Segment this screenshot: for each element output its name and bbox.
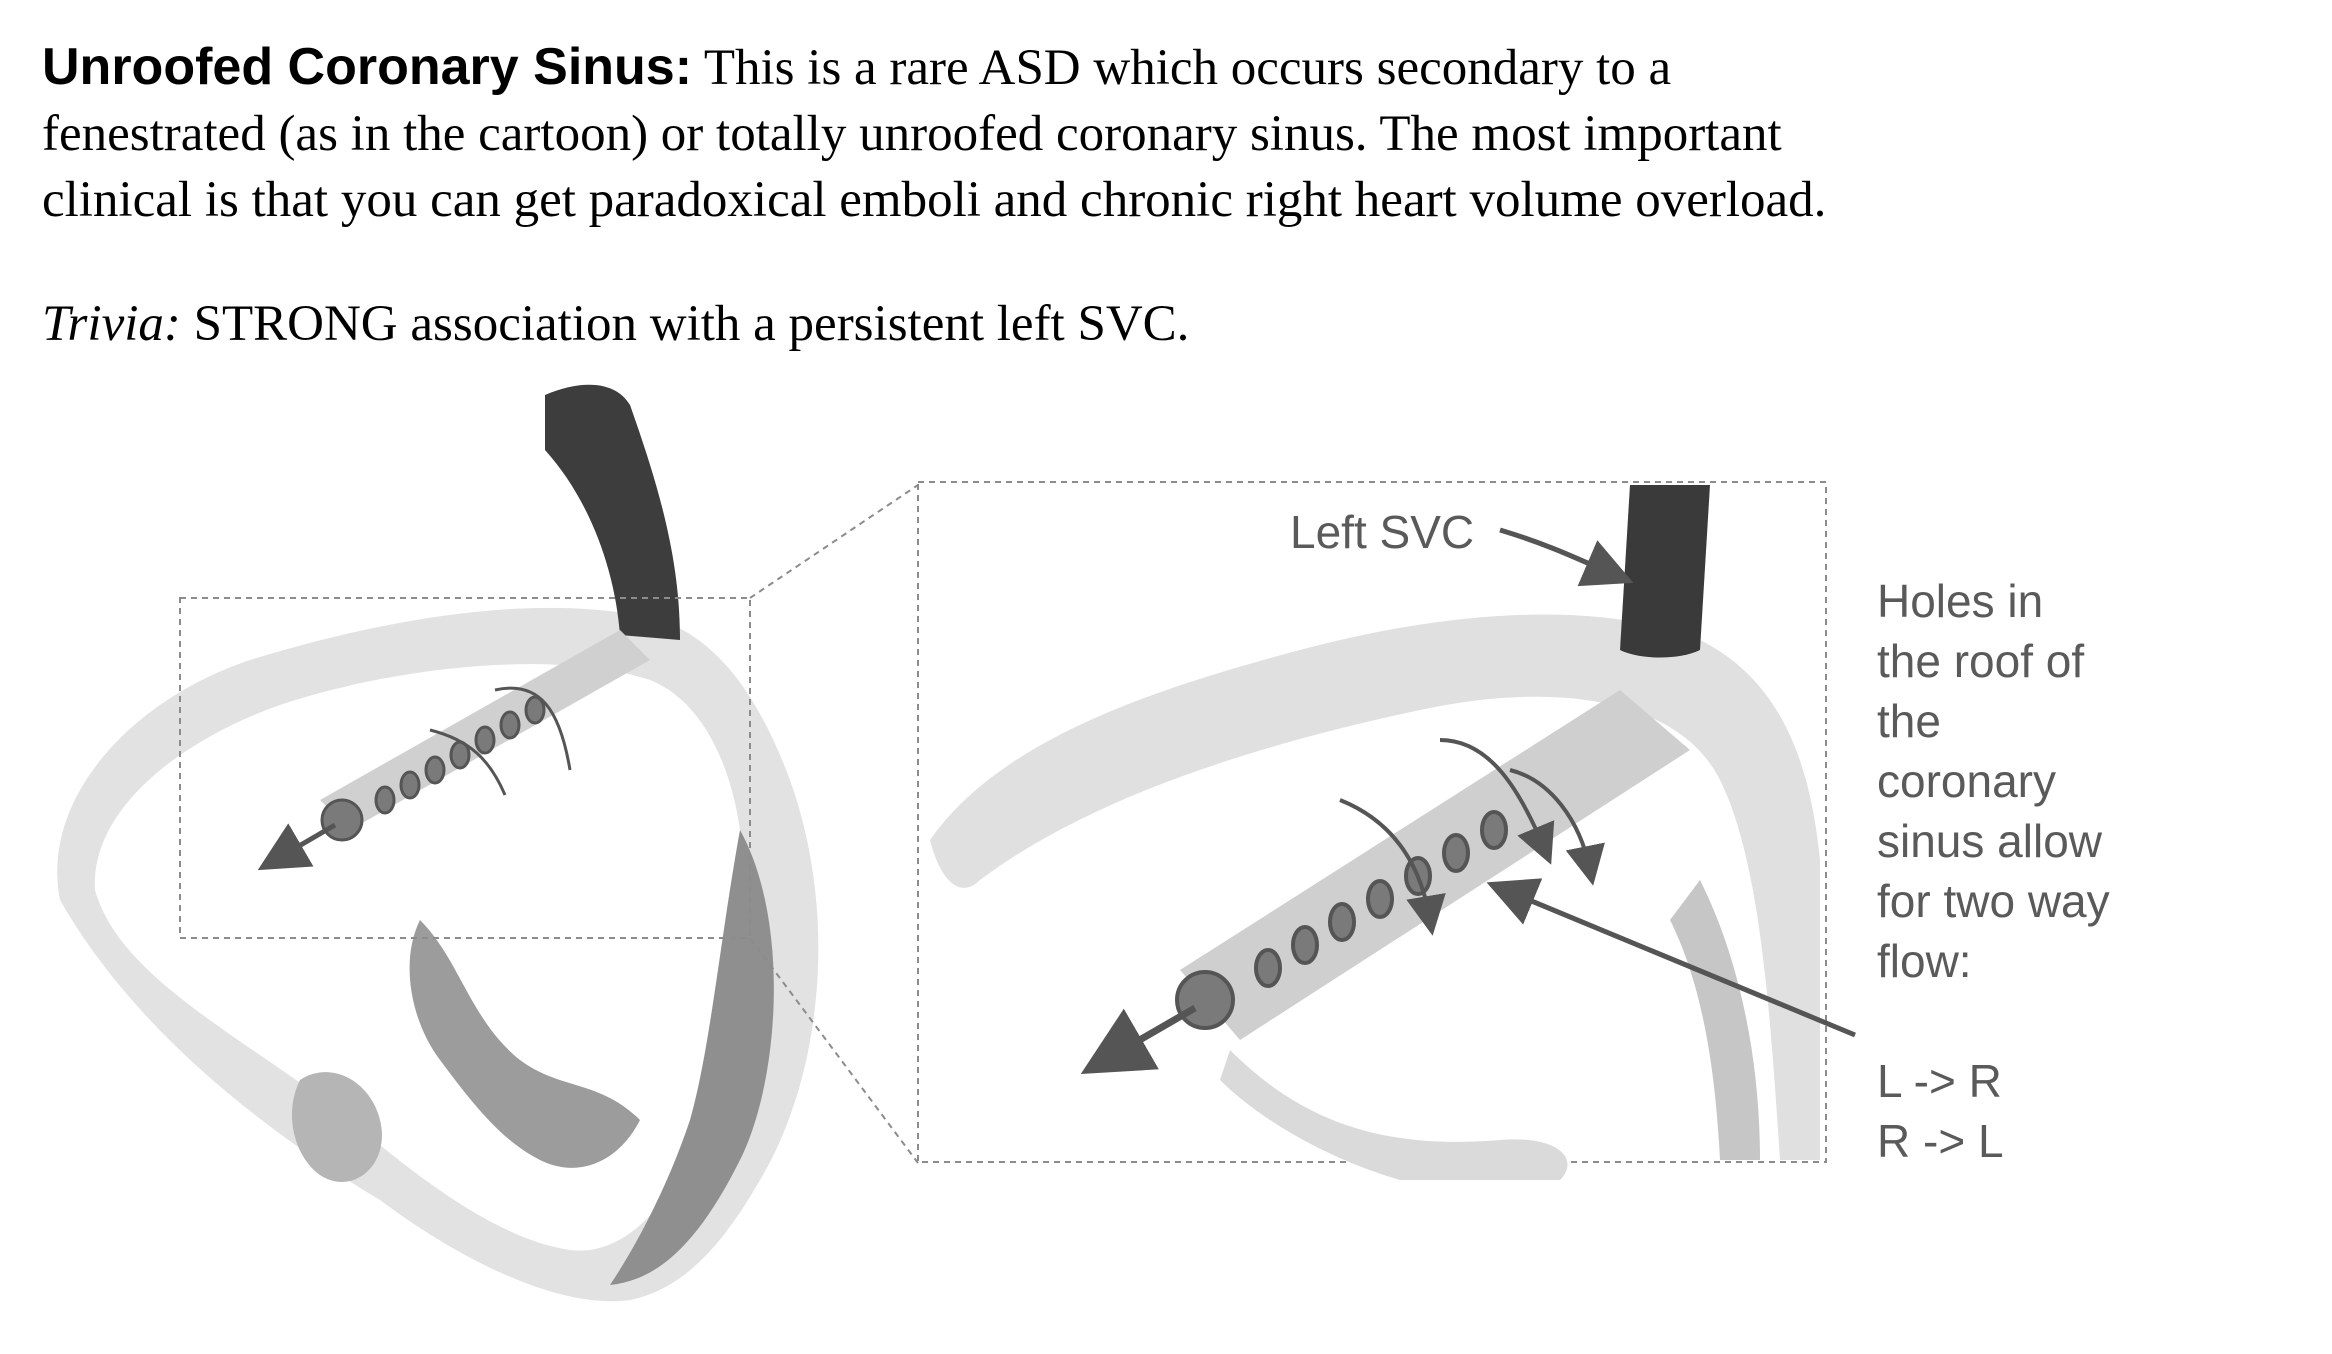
zoom-connector-top <box>749 484 919 599</box>
left-svc-pointer <box>1499 527 1634 587</box>
flow-curve-detail-2 <box>1439 738 1555 865</box>
lower-branch-detail <box>1220 1050 1568 1180</box>
body-line-1: This is a rare ASD which occurs secondar… <box>692 40 1672 96</box>
holes-label-line-1: Holes in <box>1877 575 2043 627</box>
flow-curve-detail-3 <box>1509 768 1605 886</box>
atrial-wall-detail <box>930 614 1820 1160</box>
description-paragraph: Unroofed Coronary Sinus: This is a rare … <box>42 34 1902 233</box>
unroofed-coronary-sinus-diagram: Left SVC Holes in the roof of the corona… <box>57 384 2110 1302</box>
papillary-muscle <box>291 1072 382 1182</box>
trivia-paragraph: Trivia: STRONG association with a persis… <box>42 291 1902 357</box>
trivia-label: Trivia: <box>42 296 181 352</box>
holes-label-line-5: sinus allow <box>1877 815 2103 867</box>
holes-label-line-7: flow: <box>1877 935 1972 987</box>
heart-overview <box>57 384 819 1302</box>
holes-label-line-2: the roof of <box>1877 635 2084 687</box>
trivia-text: STRONG association with a persistent lef… <box>180 296 1190 352</box>
ventricle-wall <box>610 830 774 1285</box>
left-svc-label: Left SVC <box>1290 506 1474 558</box>
holes-annotation: Holes in the roof of the coronary sinus … <box>1877 575 2110 1167</box>
left-svc-detail <box>1620 485 1710 658</box>
flow-curve-overview-1 <box>429 728 507 796</box>
flow-l-to-r-label: L -> R <box>1877 1055 2002 1107</box>
holes-label-line-6: for two way <box>1877 875 2110 927</box>
holes-label-line-3: the <box>1877 695 1941 747</box>
body-line-2: fenestrated (as in the cartoon) or total… <box>42 106 1782 162</box>
flow-curve-overview-2 <box>494 686 572 771</box>
flow-r-to-l-label: R -> L <box>1877 1115 2004 1167</box>
flow-curve-detail-1 <box>1339 798 1446 936</box>
flow-arrow-detail <box>1080 1004 1197 1075</box>
body-line-3: clinical is that you can get paradoxical… <box>42 172 1827 228</box>
septum <box>409 920 640 1168</box>
flow-arrow-overview <box>257 822 337 871</box>
zoom-box-overview <box>179 597 751 939</box>
side-muscle-detail <box>1670 880 1760 1160</box>
sinus-holes-overview <box>320 695 546 842</box>
zoom-detail: Left SVC <box>917 481 1856 1180</box>
holes-pointer <box>1486 878 1856 1038</box>
holes-label-line-4: coronary <box>1877 755 2056 807</box>
section-heading: Unroofed Coronary Sinus: <box>42 38 693 96</box>
zoom-connector-bottom <box>749 937 919 1164</box>
left-svc-overview <box>545 384 680 640</box>
